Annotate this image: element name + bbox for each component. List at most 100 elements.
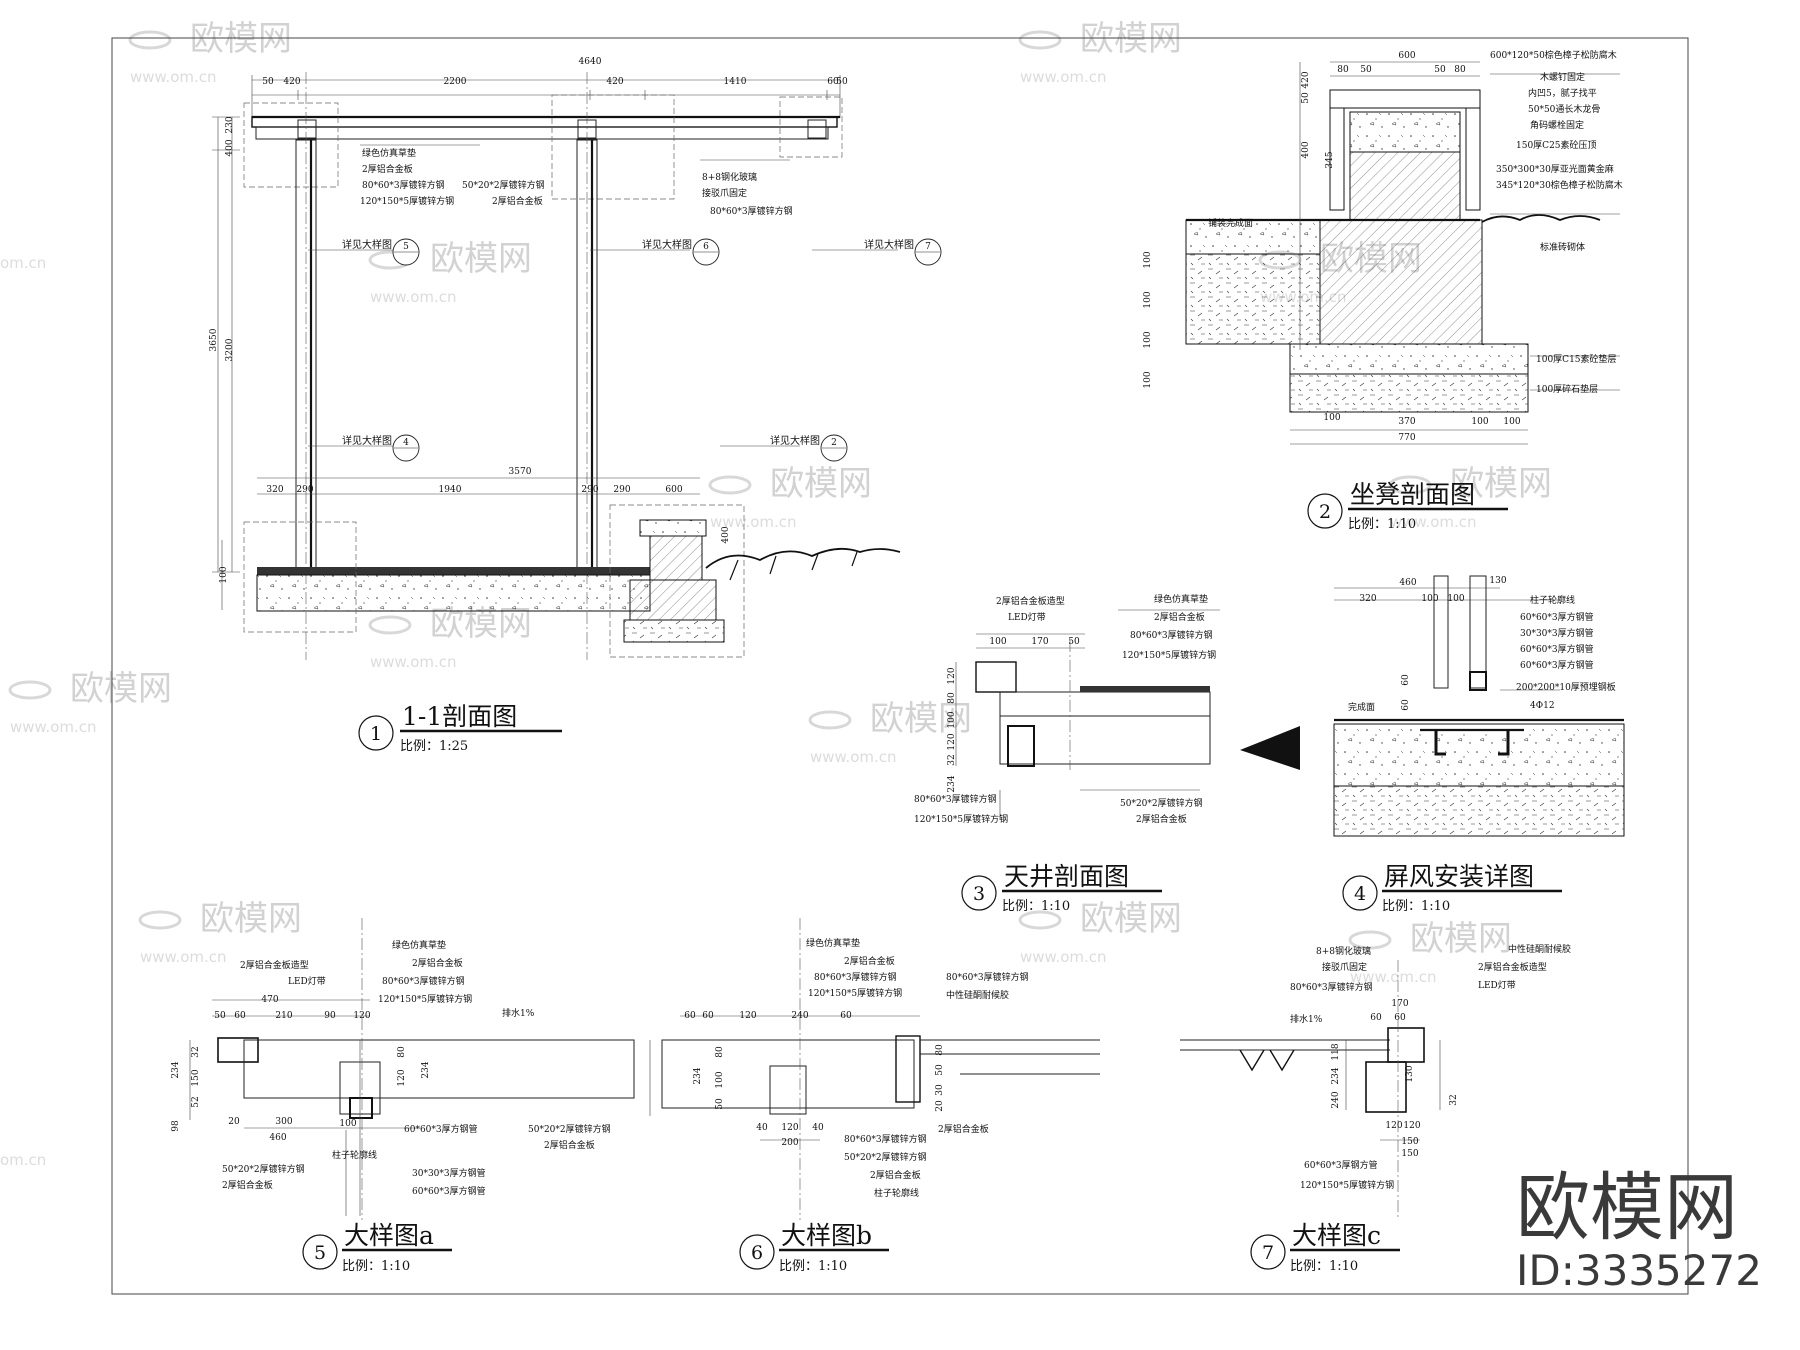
annotation-label: 绿色仿真草垫 [806, 937, 860, 949]
dimension-text: 210 [275, 1011, 292, 1021]
annotation-label: 100厚C15素砼垫层 [1536, 353, 1617, 365]
dimension-text: 234 [1331, 1067, 1341, 1084]
dimension-text: 120 [1403, 1121, 1420, 1131]
annotation-label: 30*30*3厚方钢管 [1520, 627, 1594, 639]
dimension-text: 60 [1401, 699, 1411, 711]
dimension-text: 290 [581, 485, 598, 495]
annotation-label: 60*60*3厚方钢管 [1520, 611, 1594, 623]
detail-reference-label: 详见大样图 [642, 238, 692, 251]
dimension-text: 234 [171, 1061, 181, 1078]
view-number-circle [961, 875, 997, 911]
dimension-text: 300 [275, 1117, 292, 1127]
annotation-label: 木螺钉固定 [1540, 71, 1585, 83]
annotation-label: 350*300*30厚亚光面黄金麻 [1496, 163, 1614, 175]
dimension-text: 345 [1325, 151, 1335, 168]
view-scale-text: 比例：1:25 [400, 739, 468, 754]
annotation-label: 80*60*3厚镀锌方钢 [710, 205, 793, 217]
dimension-text: 3570 [509, 467, 532, 477]
dimension-text: 80 [1337, 65, 1349, 75]
watermark-url: www.om.cn [1390, 513, 1477, 531]
annotation-label: 60*60*3厚方钢管 [404, 1123, 478, 1135]
view-title-text: 坐凳剖面图 [1350, 480, 1475, 509]
annotation-label: 60*60*3厚钢方管 [1304, 1159, 1378, 1171]
dimension-text: 80 [1454, 65, 1466, 75]
dimension-text: 50 [1434, 65, 1446, 75]
detail-reference-number: 7 [925, 242, 931, 252]
dimension-text: 240 [791, 1011, 808, 1021]
watermark-url: www.om.cn [370, 288, 457, 306]
annotation-label: 50*20*2厚镀锌方钢 [844, 1151, 927, 1163]
dimension-text: 1940 [439, 485, 462, 495]
watermark-logo-icon [128, 30, 172, 50]
dimension-text: 100 [1143, 291, 1153, 308]
annotation-label: 绿色仿真草垫 [1154, 593, 1208, 605]
view-number-circle [1342, 875, 1378, 911]
dimension-text: 170 [1391, 999, 1408, 1009]
dimension-text: 32 [191, 1046, 201, 1057]
dimension-text: 98 [171, 1120, 181, 1132]
dimension-text: 60 [702, 1011, 714, 1021]
dimension-text: 30 [935, 1084, 945, 1096]
dimension-text: 200 [781, 1138, 798, 1148]
dimension-text: 150 [1401, 1149, 1418, 1159]
view-number: 4 [1354, 883, 1366, 905]
annotation-label: 60*60*3厚方钢管 [412, 1185, 486, 1197]
watermark-url: om.cn [0, 1151, 46, 1169]
dimension-text: 120 [1385, 1121, 1402, 1131]
detail-reference-number: 4 [403, 438, 409, 448]
annotation-label: 80*60*3厚镀锌方钢 [946, 971, 1029, 983]
dimension-text: 120 [353, 1011, 370, 1021]
dimension-text: 100 [1143, 331, 1153, 348]
annotation-label: 2厚铝合金板 [938, 1123, 989, 1135]
view-number: 1 [370, 723, 382, 745]
dimension-text: 770 [1398, 433, 1415, 443]
watermark-logo-icon [1348, 930, 1392, 950]
watermark-brand: 欧模网 [870, 699, 972, 739]
view-scale-text: 比例：1:10 [1002, 899, 1070, 914]
watermark-logo-icon [708, 475, 752, 495]
annotation-label: 中性硅酮耐候胶 [1508, 943, 1571, 955]
dimension-text: 234 [947, 775, 957, 792]
dimension-text: 100 [715, 1071, 725, 1088]
dimension-text: 100 [339, 1119, 356, 1129]
watermark-url: www.om.cn [140, 948, 227, 966]
dimension-text: 100 [1421, 594, 1438, 604]
annotation-label: 柱子轮廓线 [1530, 594, 1575, 606]
dimension-text: 234 [693, 1067, 703, 1084]
dimension-text: 290 [613, 485, 630, 495]
annotation-label: 2厚铝合金板 [1136, 813, 1187, 825]
annotation-label: 2厚铝合金板造型 [996, 595, 1065, 607]
annotation-label: 80*60*3厚镀锌方钢 [914, 793, 997, 805]
dimension-text: 400 [225, 139, 235, 156]
detail-reference-label: 详见大样图 [864, 238, 914, 251]
logo-brand-text: 欧模网 [1516, 1165, 1738, 1251]
annotation-label: 80*60*3厚镀锌方钢 [382, 975, 465, 987]
annotation-label: LED灯带 [1478, 980, 1516, 991]
dimension-text: 50 [262, 77, 274, 87]
annotation-label: 标准砖砌体 [1540, 241, 1585, 253]
watermark-url: www.om.cn [810, 748, 897, 766]
view-3-atrium-section [955, 609, 1220, 820]
dimension-text: 100 [1503, 417, 1520, 427]
dimension-text: 150 [1401, 1137, 1418, 1147]
dimension-text: 52 [191, 1096, 201, 1107]
watermark-brand: 欧模网 [190, 19, 292, 59]
dimension-text: 80 [715, 1046, 725, 1058]
annotation-label: 100厚碎石垫层 [1536, 383, 1598, 395]
watermark-url: www.om.cn [710, 513, 797, 531]
dimension-text: 600 [665, 485, 682, 495]
dimension-text: 100 [989, 637, 1006, 647]
watermark-url: www.om.cn [1020, 948, 1107, 966]
annotation-label: 200*200*10厚预埋钢板 [1516, 681, 1616, 693]
annotation-label: 2厚铝合金板 [844, 955, 895, 967]
annotation-label: LED灯带 [288, 976, 326, 987]
dimension-text: 4640 [579, 57, 602, 67]
annotation-label: 600*120*50棕色樟子松防腐木 [1490, 49, 1617, 61]
